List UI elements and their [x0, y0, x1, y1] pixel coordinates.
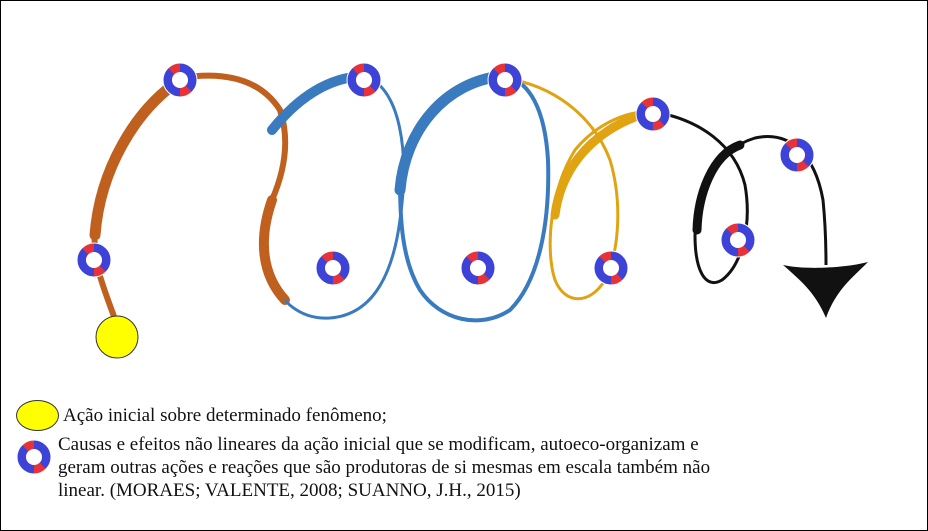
legend-nodes-line-1: Causas e efeitos não lineares da ação in…	[58, 434, 699, 455]
cycle-ring-icon	[16, 439, 52, 475]
loop-1-orange-thick	[89, 74, 186, 241]
cycle-ring-icon	[779, 137, 815, 173]
legend-item-start: Ação inicial sobre determinado fenômeno;	[14, 400, 387, 431]
cycle-ring-icon	[315, 250, 351, 286]
legend-item-nodes: Causas e efeitos não lineares da ação in…	[14, 433, 919, 502]
arrowhead-icon	[783, 262, 868, 318]
legend-nodes-text: Causas e efeitos não lineares da ação in…	[58, 433, 919, 502]
cycle-ring-icon	[162, 62, 198, 98]
yellow-circle-icon	[16, 400, 59, 431]
legend-start-text: Ação inicial sobre determinado fenômeno;	[63, 405, 387, 426]
cycle-ring-icon	[346, 62, 382, 98]
cycle-ring-icon	[460, 250, 496, 286]
legend-nodes-line-3: linear. (MORAES; VALENTE, 2008; SUANNO, …	[58, 480, 521, 501]
loop-1-orange	[91, 72, 289, 326]
cycle-ring-icon	[720, 222, 756, 258]
yellow-circle-icon	[95, 315, 139, 359]
spiral-diagram	[76, 62, 868, 359]
cycle-ring-icon	[635, 96, 671, 132]
loop-5-black	[654, 110, 828, 284]
cycle-ring-icon	[593, 250, 629, 286]
legend-nodes-line-2: geram outras ações e reações que são pro…	[58, 457, 711, 478]
cycle-ring-icon	[487, 62, 523, 98]
cycle-ring-icon	[76, 242, 112, 278]
